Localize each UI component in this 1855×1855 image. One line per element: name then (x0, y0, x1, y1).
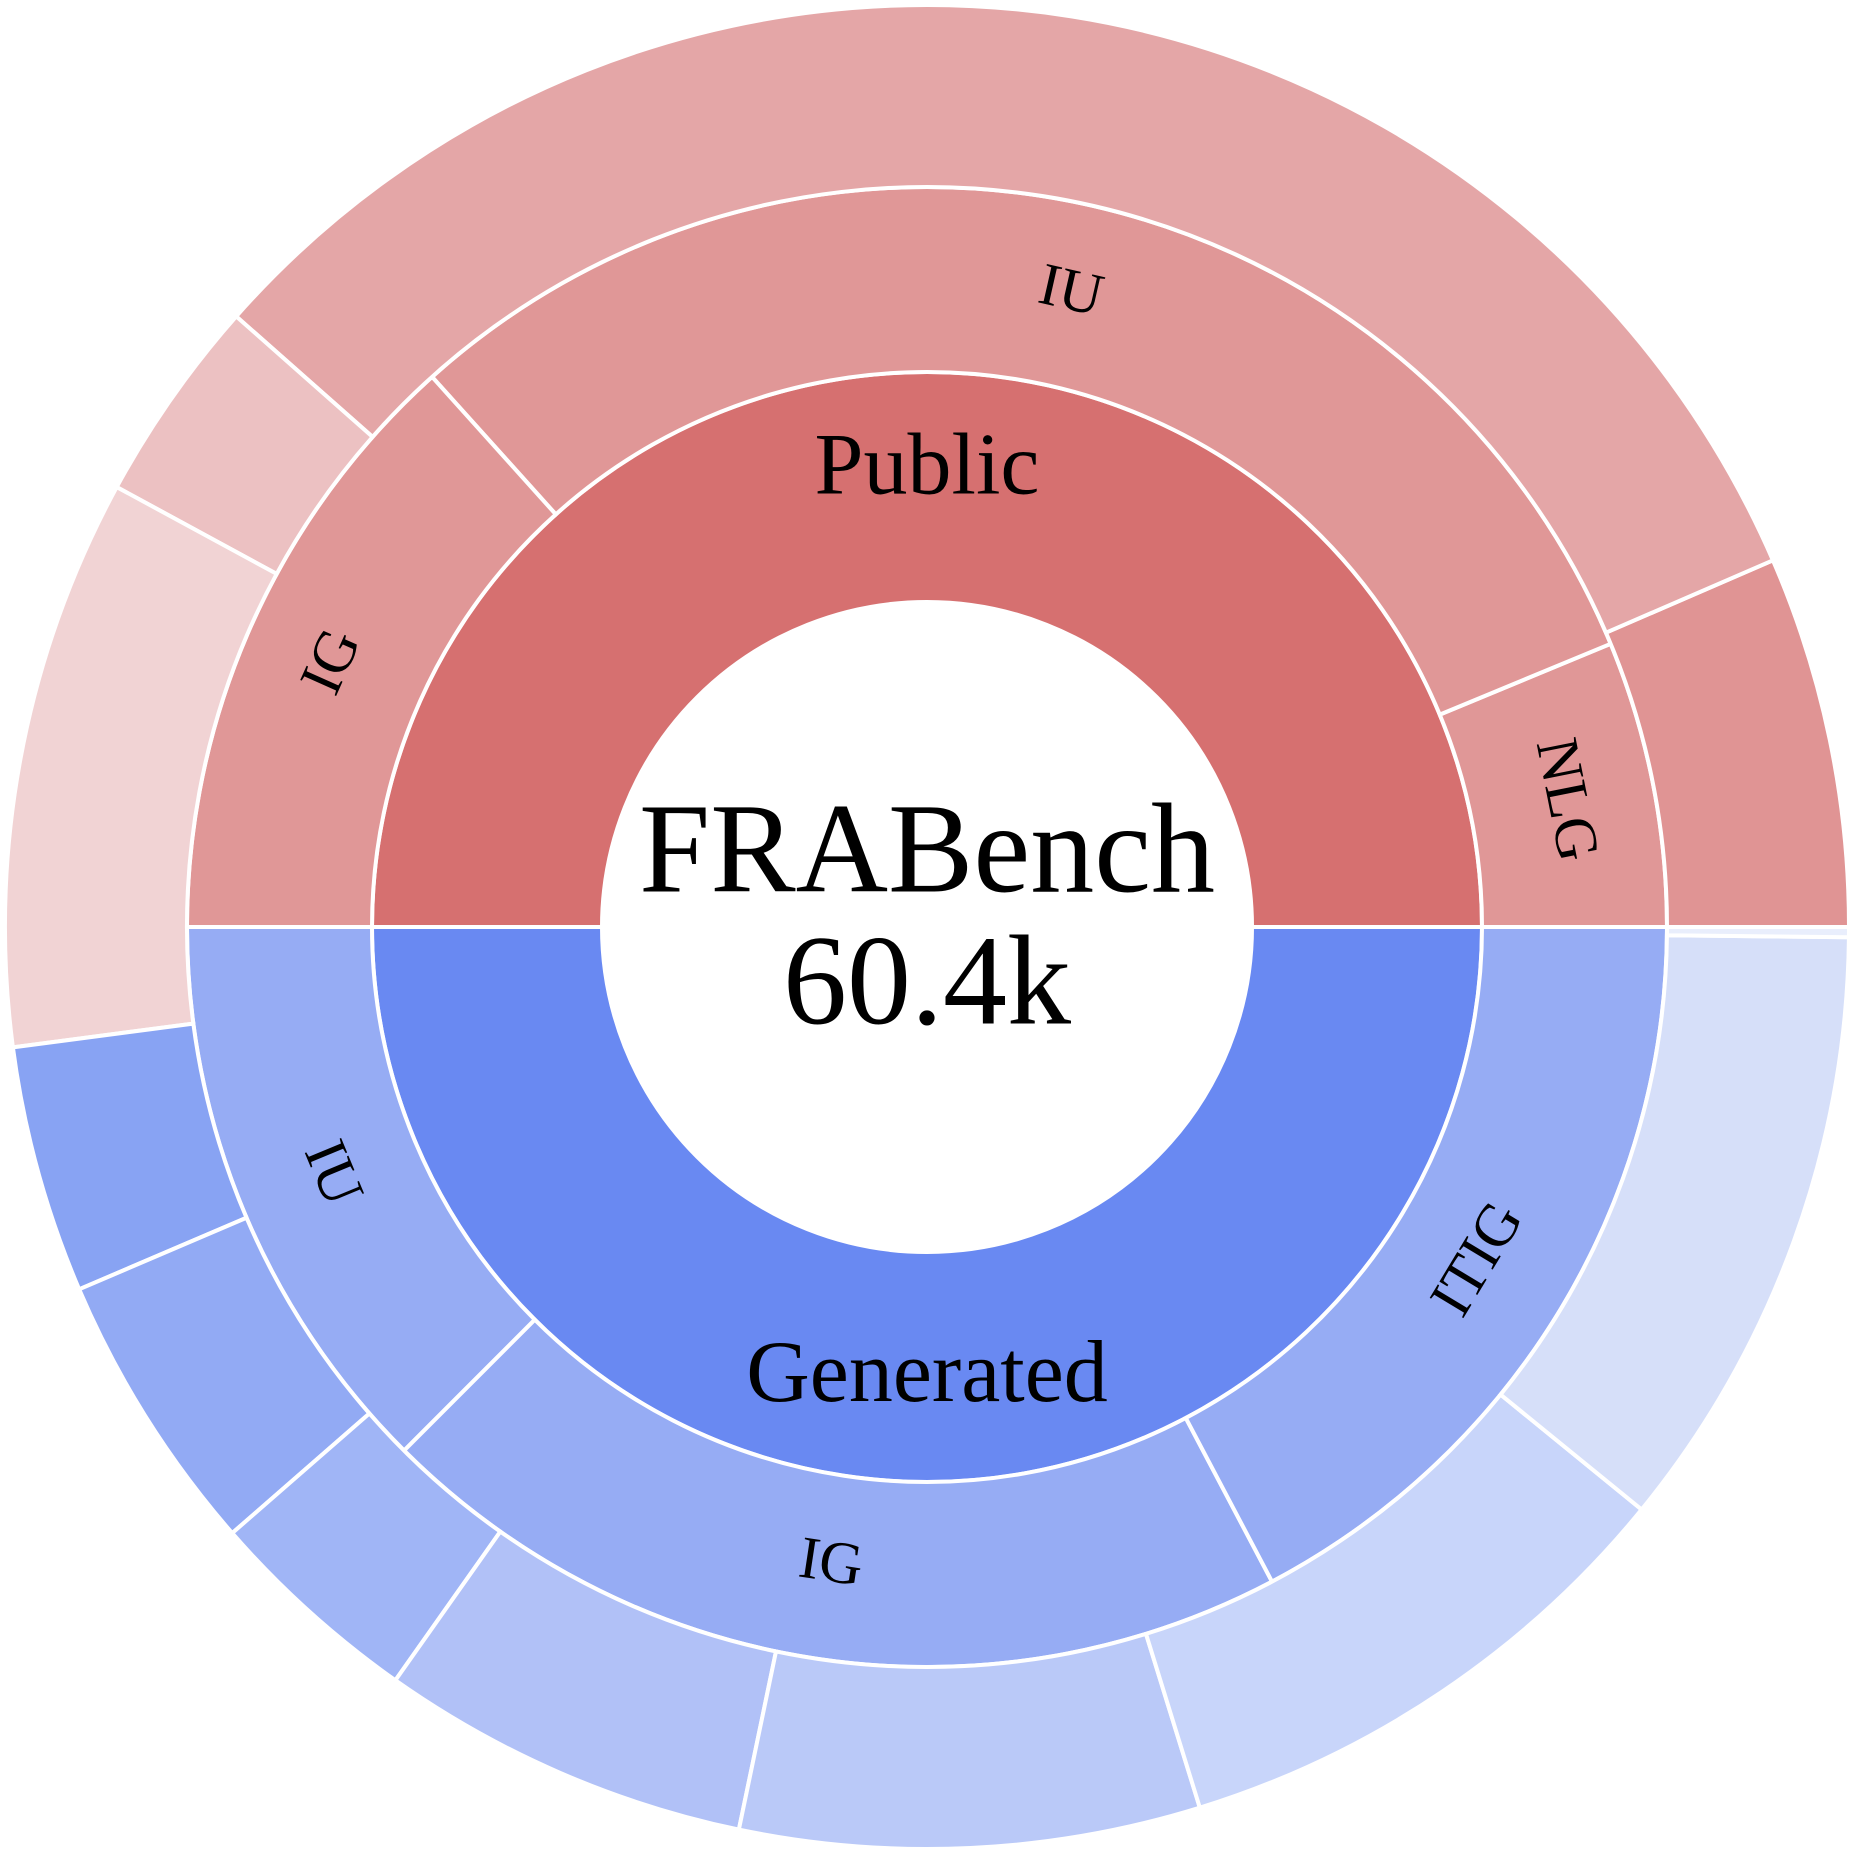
center-total: 60.4k (783, 909, 1071, 1051)
inner-ring-label-generated-1: Generated (746, 1324, 1108, 1421)
chart-center: FRABench 60.4k (639, 777, 1215, 1051)
middle-ring-label-ig-4: IG (795, 1524, 867, 1599)
middle-ring-label-iu-1: IU (1033, 250, 1109, 328)
outer-ring-itig-segment-11 (1664, 925, 1852, 940)
inner-ring-label-public-0: Public (815, 416, 1040, 513)
center-title: FRABench (639, 777, 1215, 919)
chart-segments (3, 3, 1852, 1851)
outer-ring-iu-segment-1 (233, 3, 1776, 636)
outer-ring-ig-segment-8 (736, 1631, 1203, 1851)
